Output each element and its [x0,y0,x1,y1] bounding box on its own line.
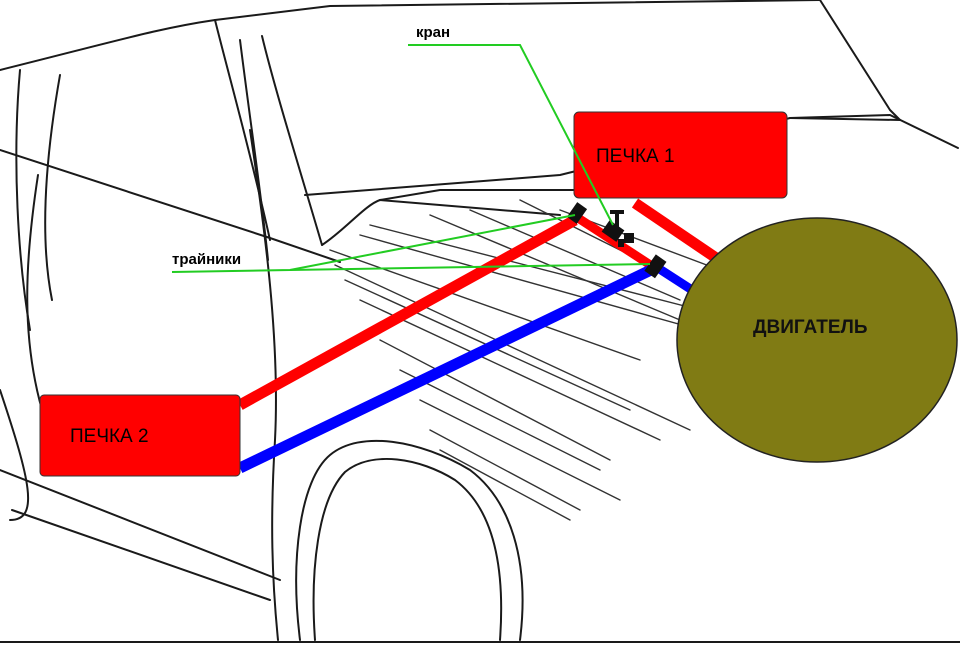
valve-leader-line [408,44,614,226]
engine-label: ДВИГАТЕЛЬ [753,317,868,338]
engine-circle: ДВИГАТЕЛЬ [676,217,958,463]
heater-2-box: ПЕЧКА 2 [39,394,241,477]
annotation-leaders [171,44,651,273]
tees-label: трайники [172,251,241,268]
valve-icon [601,210,634,247]
pipe-network [237,198,726,473]
valve-label: кран [416,24,450,41]
hot-pipe-heater-1-to-engine [631,198,726,267]
heater-1-label: ПЕЧКА 1 [596,146,675,167]
cold-pipe-to-heater-2 [237,263,658,473]
heater-2-label: ПЕЧКА 2 [70,426,149,447]
hot-pipe-segment-valve [575,214,658,272]
tees-leader-line-lower [289,263,651,271]
hot-pipe-to-heater-2 [237,215,578,410]
tee-fitting-lower [644,254,667,279]
cold-pipe-to-engine [655,264,695,294]
fittings [566,202,667,279]
tee-fitting-upper [566,202,588,224]
heater-1-box: ПЕЧКА 1 [573,111,788,199]
